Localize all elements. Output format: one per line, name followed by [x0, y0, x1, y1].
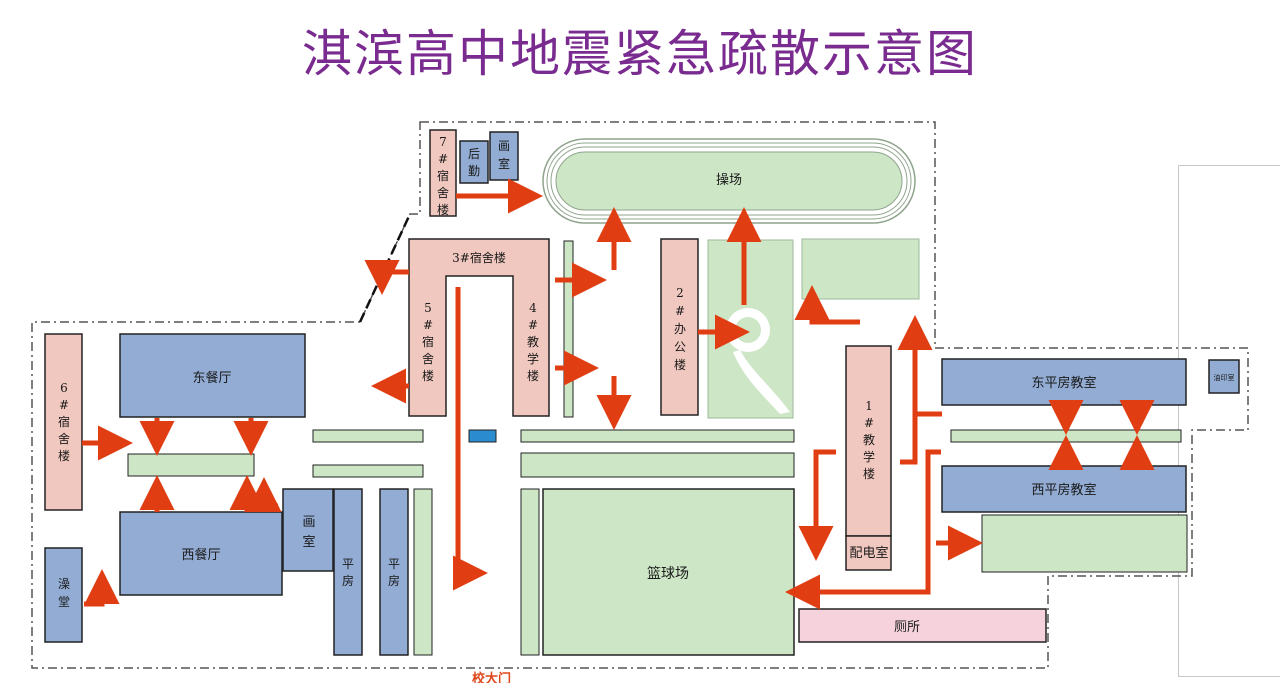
main-gate-label: 校大门 [472, 672, 512, 683]
garden-east [801, 238, 920, 300]
boundary-edge-bold [358, 213, 412, 323]
arrow [453, 287, 488, 591]
green-strip-h2 [312, 464, 424, 478]
west-flat-label: 西平房教室 [1031, 482, 1096, 498]
green-strip [563, 240, 574, 418]
toilet-label: 厕所 [894, 620, 920, 635]
playground: 操场 [542, 138, 916, 224]
building2-label: 2#办公楼 [674, 286, 686, 372]
dorm7 [429, 129, 457, 217]
logistics-building [459, 140, 489, 184]
building1 [845, 345, 892, 537]
map-title: 淇滨高中地震紧急疏散示意图 [302, 25, 978, 83]
print-room [1208, 359, 1240, 394]
green-field-east [981, 514, 1188, 573]
print-room-label: 油印室 [1214, 373, 1235, 382]
campus-boundary [31, 121, 1249, 669]
green-strip-h4 [520, 452, 795, 478]
power-room [845, 535, 892, 571]
arrow [364, 260, 409, 295]
east-dining-label: 东餐厅 [192, 370, 231, 386]
arrow [246, 477, 282, 512]
green-strip-h1 [312, 429, 424, 443]
dorm3-label: 3#宿舍楼 [452, 250, 506, 265]
arrow [798, 449, 836, 561]
building1-label: 1#教学楼 [863, 399, 875, 481]
bath-house [44, 547, 83, 643]
green-strip-east [950, 429, 1182, 443]
vchar: 宿 [437, 168, 449, 183]
east-flat-classroom [941, 358, 1187, 406]
flat2-label: 平房 [388, 557, 400, 588]
right-side-panel [1178, 165, 1280, 677]
green-strip-court [520, 488, 540, 656]
art-room [282, 488, 334, 572]
arrow [84, 569, 120, 607]
arrow [785, 449, 941, 610]
west-dining [119, 511, 283, 596]
west-flat-classroom [941, 465, 1187, 513]
vchar: # [438, 152, 448, 166]
evacuation-arrows [82, 178, 1155, 610]
dorm6 [44, 333, 83, 511]
east-dining [119, 333, 306, 418]
dorm6-label: 6#宿舍楼 [58, 381, 70, 463]
playground-label: 操场 [716, 172, 742, 188]
small-blue-marker [468, 429, 497, 443]
flat-house-2 [379, 488, 409, 656]
building4-label: 4#教学楼 [527, 301, 539, 383]
west-dining-label: 西餐厅 [181, 547, 220, 563]
bath-label: 澡堂 [58, 577, 70, 609]
dorm5-label: 5#宿舍楼 [422, 301, 434, 383]
logistics-label: 后勤 [468, 147, 480, 178]
vchar: 舍 [437, 185, 449, 200]
green-strip-v [413, 488, 433, 656]
dorm7-label: 7 # 宿舍楼 [437, 135, 449, 217]
flat-house-1 [333, 488, 363, 656]
green-strip-h3 [520, 429, 795, 443]
building2 [660, 238, 699, 416]
arrow [794, 285, 860, 325]
art-room-top-label: 画室 [498, 139, 510, 171]
green-strip-dining [127, 453, 255, 477]
arrow [897, 315, 933, 465]
flat1-label: 平房 [342, 557, 354, 588]
east-flat-label: 东平房教室 [1031, 375, 1096, 391]
power-room-label: 配电室 [849, 545, 888, 561]
vchar: 楼 [437, 202, 449, 217]
garden-circle-center [735, 317, 761, 343]
art-room-label: 画室 [302, 515, 315, 550]
art-room-top [489, 131, 519, 181]
garden-path [733, 350, 790, 414]
toilet [798, 608, 1047, 643]
basketball-court [542, 488, 795, 656]
dorm3 [408, 238, 550, 417]
vchar: 7 [439, 135, 447, 149]
basketball-label: 篮球场 [647, 566, 689, 582]
